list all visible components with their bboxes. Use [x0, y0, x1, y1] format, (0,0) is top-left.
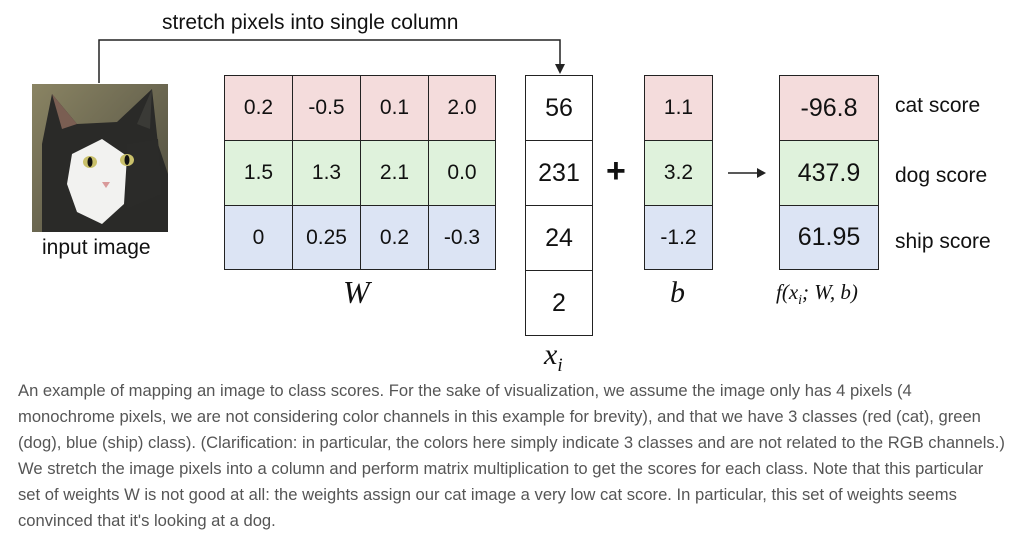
w-cell: 0.25: [292, 205, 361, 270]
f-cell: 437.9: [779, 140, 879, 206]
x-label-sub: i: [557, 355, 563, 376]
plus-sign: +: [606, 152, 626, 190]
b-cell: 3.2: [644, 140, 713, 206]
ship-score-label: ship score: [895, 230, 991, 253]
dog-score-label: dog score: [895, 164, 988, 187]
f-cell: 61.95: [779, 205, 879, 270]
f-label-rest: ; W, b): [802, 280, 858, 304]
b-cell: 1.1: [644, 75, 713, 141]
w-cell: 2.0: [428, 75, 496, 141]
w-label: W: [343, 274, 370, 310]
w-cell: -0.3: [428, 205, 496, 270]
x-cell: 231: [525, 140, 593, 206]
cat-score-label: cat score: [895, 94, 981, 117]
w-cell: 2.1: [360, 140, 429, 206]
x-label: xi: [544, 338, 563, 377]
x-label-main: x: [544, 338, 558, 371]
w-cell: 0: [224, 205, 293, 270]
f-cell: -96.8: [779, 75, 879, 141]
w-cell: 0.2: [224, 75, 293, 141]
w-cell: 0.1: [360, 75, 429, 141]
b-label: b: [670, 276, 685, 309]
x-cell: 56: [525, 75, 593, 141]
w-cell: 1.3: [292, 140, 361, 206]
f-label-sub: i: [798, 293, 803, 309]
f-label-main: f(x: [776, 280, 799, 304]
w-cell: 0.2: [360, 205, 429, 270]
w-cell: 0.0: [428, 140, 496, 206]
x-cell: 2: [525, 270, 593, 336]
top-label: stretch pixels into single column: [162, 11, 459, 34]
cat-input-image: [32, 84, 168, 232]
x-cell: 24: [525, 205, 593, 271]
b-cell: -1.2: [644, 205, 713, 270]
input-image-label: input image: [42, 236, 151, 259]
w-cell: 1.5: [224, 140, 293, 206]
w-cell: -0.5: [292, 75, 361, 141]
f-label: f(xi; W, b): [776, 280, 858, 309]
figure-caption: An example of mapping an image to class …: [18, 381, 1005, 530]
